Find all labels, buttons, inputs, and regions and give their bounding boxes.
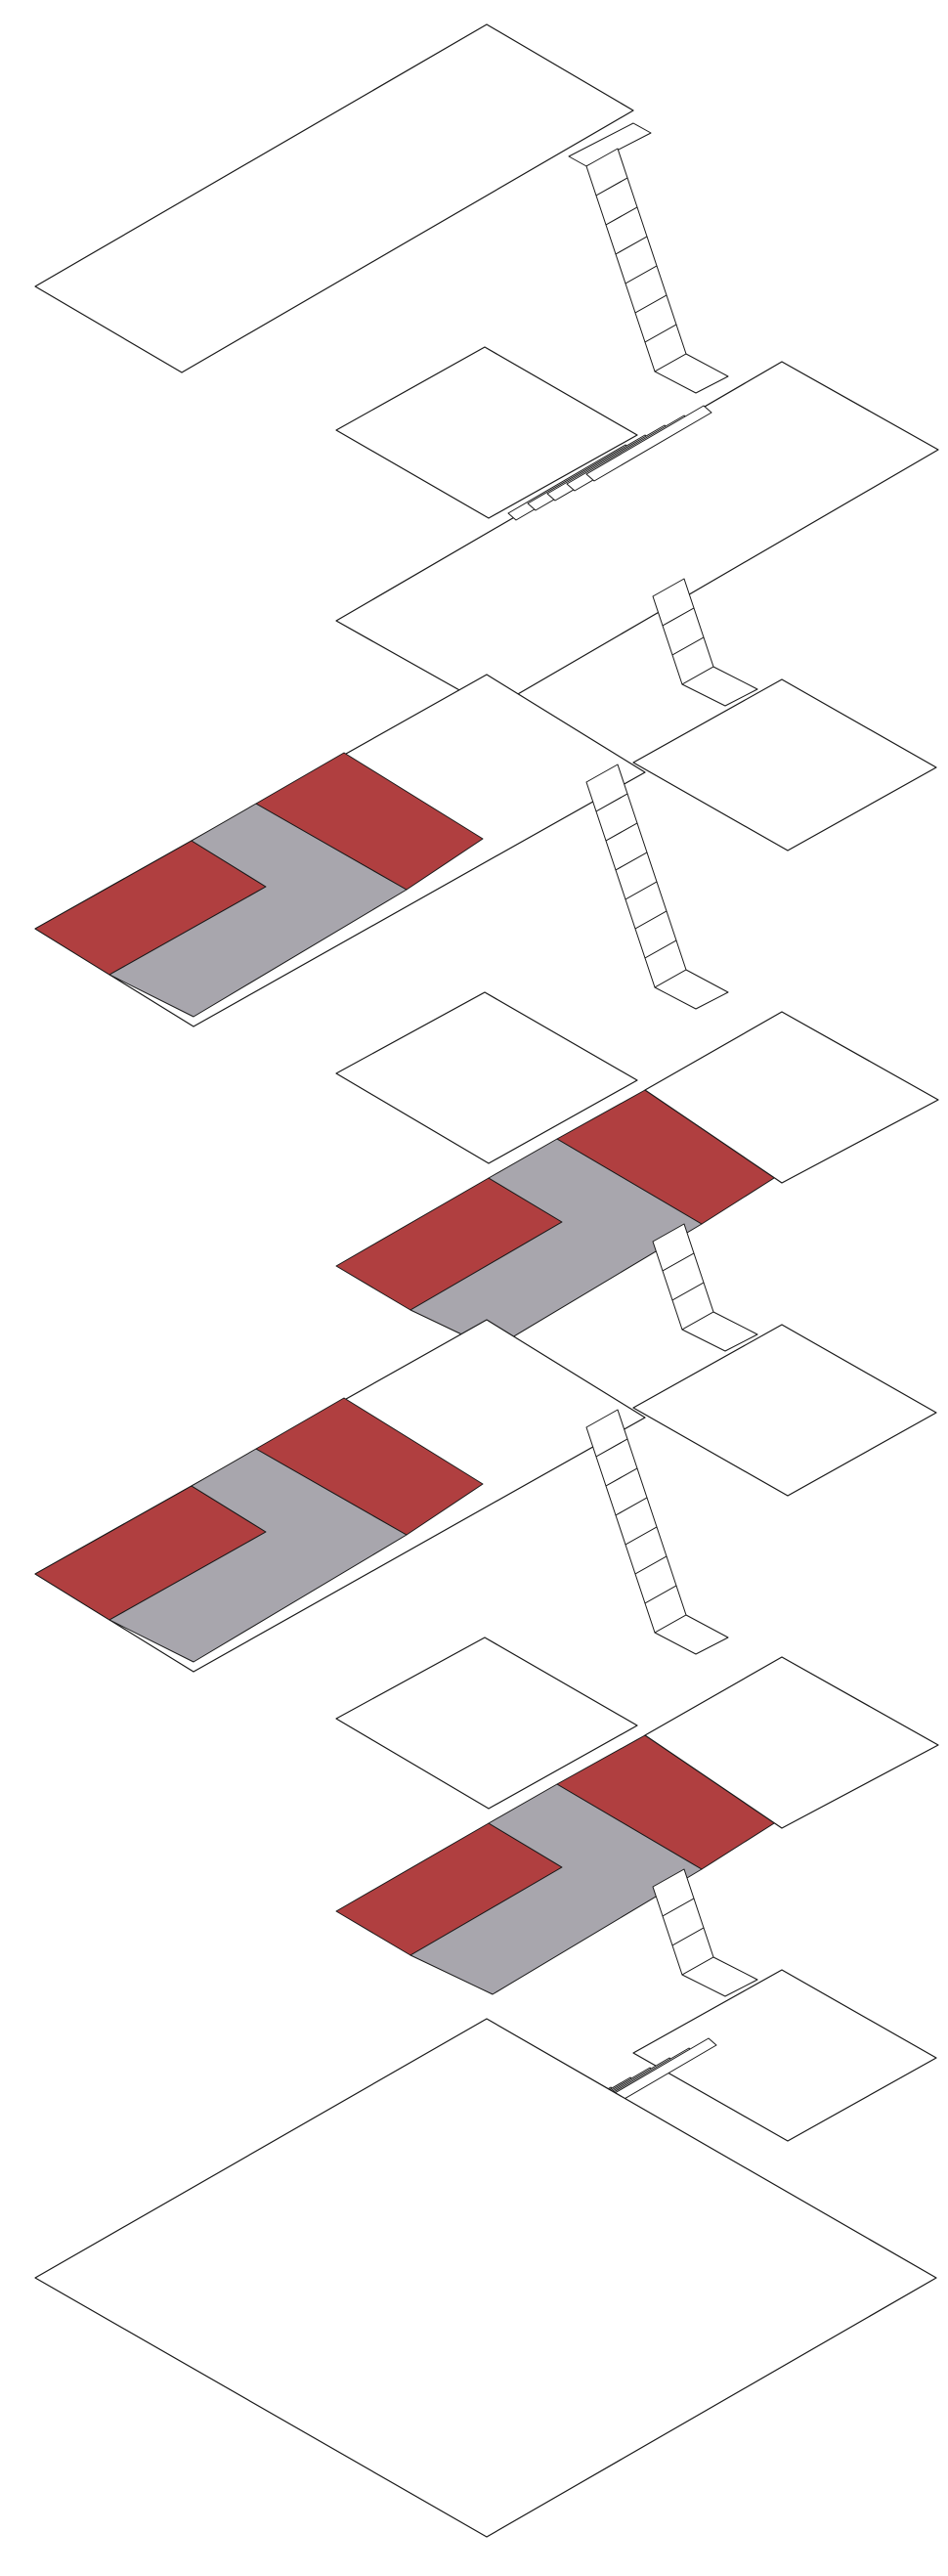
ground-room-right — [632, 1969, 937, 2142]
stair-step — [681, 1311, 758, 1352]
stair-flight-diagonal — [507, 405, 712, 521]
stair-roof-to-upper — [568, 122, 729, 394]
stair-step — [654, 1614, 729, 1655]
stair-step — [654, 969, 729, 1010]
level-c — [34, 1319, 937, 1673]
stair-step — [681, 1956, 758, 1997]
stair-a-to-b — [585, 764, 729, 1010]
ground-slab — [34, 2018, 937, 2538]
level-b-room-left — [335, 991, 638, 1164]
roof-slab — [34, 23, 634, 373]
level-a — [34, 674, 937, 1027]
level-a-red-zone-right — [255, 752, 484, 891]
stair-step — [681, 666, 758, 707]
stair-d-to-ground — [652, 1868, 758, 1997]
upper-level — [335, 346, 939, 710]
level-b-slab-right — [644, 1011, 939, 1184]
level-a-room-right — [632, 678, 937, 851]
stair-step — [654, 353, 729, 394]
stair-landing — [568, 122, 652, 167]
level-d-room-left — [335, 1637, 638, 1810]
roof-level — [34, 23, 634, 373]
level-c-red-zone-right — [255, 1397, 484, 1536]
stair-step — [585, 405, 712, 482]
level-c-room-right — [632, 1324, 937, 1497]
stair-upper-to-a — [652, 578, 758, 707]
stair-c-to-d — [585, 1409, 729, 1655]
upper-room-left — [335, 346, 638, 519]
level-d-slab-right — [644, 1656, 939, 1829]
level-d — [335, 1637, 939, 1997]
stair-b-to-c — [652, 1223, 758, 1352]
ground-level — [34, 1969, 937, 2538]
level-b — [335, 991, 939, 1352]
